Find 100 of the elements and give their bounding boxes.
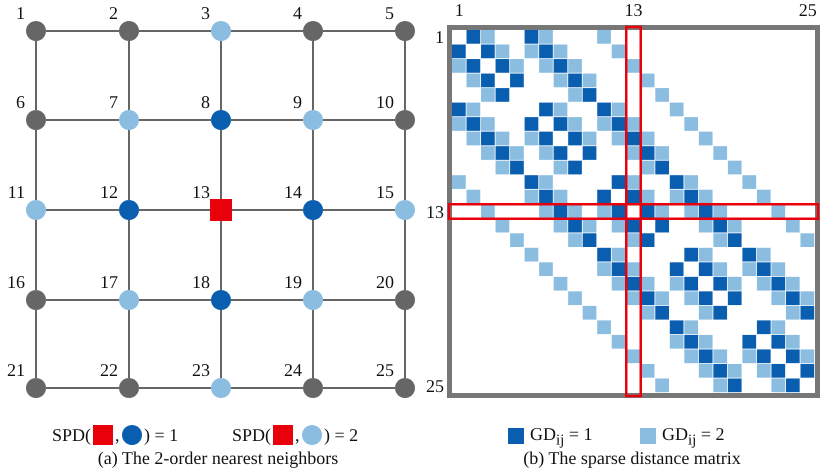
edge-line — [323, 387, 395, 389]
legend-text: ) = 2 — [324, 425, 358, 445]
edge-line — [220, 220, 222, 290]
node-number: 18 — [192, 272, 210, 292]
edge-line — [220, 41, 222, 110]
node-number: 22 — [100, 360, 118, 380]
edge-line — [231, 299, 303, 301]
node-circle — [211, 378, 231, 398]
edge-line — [35, 220, 37, 290]
edge-line — [231, 209, 303, 211]
matrix-index: 25 — [426, 376, 444, 396]
legend-text: SPD( — [52, 425, 92, 445]
node-number: 11 — [8, 182, 25, 202]
edge-line — [231, 119, 303, 121]
matrix-index: 25 — [798, 0, 817, 20]
node-number: 9 — [293, 92, 302, 112]
node-circle — [26, 290, 46, 310]
edge-line — [323, 209, 395, 211]
node-number: 21 — [7, 360, 25, 380]
legend-text: GD$_{ij}$ = 2 — [662, 424, 724, 451]
edge-line — [404, 41, 406, 110]
edge-line — [128, 130, 130, 200]
node-circle — [303, 21, 323, 41]
edge-line — [323, 299, 395, 301]
edge-line — [312, 41, 314, 110]
legend-text: , — [115, 425, 120, 445]
node-circle — [303, 110, 323, 130]
node-number: 13 — [192, 182, 210, 202]
node-number: 12 — [100, 182, 118, 202]
edge-line — [139, 387, 211, 389]
matrix-index: 13 — [426, 202, 444, 222]
node-circle — [303, 290, 323, 310]
node-number: 1 — [16, 3, 25, 23]
edge-line — [35, 310, 37, 378]
edge-line — [220, 130, 222, 200]
node-number: 16 — [7, 272, 25, 292]
edge-line — [312, 220, 314, 290]
node-circle — [395, 110, 415, 130]
edge-line — [404, 130, 406, 200]
edge-line — [139, 299, 211, 301]
edge-line — [312, 310, 314, 378]
matrix-index: 1 — [454, 0, 464, 20]
node-number: 4 — [293, 3, 302, 23]
node-circle — [211, 110, 231, 130]
node-circle — [26, 200, 46, 220]
legend-text: SPD( — [232, 425, 272, 445]
node-number: 14 — [284, 182, 302, 202]
node-circle — [303, 200, 323, 220]
caption: (b) The sparse distance matrix — [523, 448, 741, 468]
node-number: 2 — [109, 3, 118, 23]
node-number: 15 — [376, 182, 394, 202]
node-number: 20 — [376, 272, 394, 292]
edge-line — [128, 220, 130, 290]
edge-line — [323, 30, 395, 32]
node-square — [210, 199, 232, 221]
legend-text: GD$_{ij}$ = 1 — [530, 424, 592, 451]
node-circle — [26, 21, 46, 41]
edge-line — [46, 387, 119, 389]
node-circle — [119, 110, 139, 130]
edge-line — [404, 220, 406, 290]
node-circle — [119, 200, 139, 220]
node-circle — [26, 110, 46, 130]
node-number: 24 — [284, 360, 302, 380]
edge-line — [46, 119, 119, 121]
edge-line — [139, 209, 211, 211]
node-circle — [395, 290, 415, 310]
caption: (a) The 2-order nearest neighbors — [98, 448, 338, 468]
node-circle — [395, 200, 415, 220]
matrix-index: 13 — [624, 0, 642, 20]
node-number: 17 — [100, 272, 118, 292]
edge-line — [220, 310, 222, 378]
matrix-index: 1 — [435, 27, 444, 48]
edge-line — [35, 130, 37, 200]
node-number: 25 — [376, 360, 394, 380]
node-number: 5 — [385, 3, 394, 23]
node-circle — [211, 290, 231, 310]
node-number: 19 — [284, 272, 302, 292]
legend-text: , — [295, 425, 300, 445]
edge-line — [231, 30, 303, 32]
node-number: 10 — [376, 92, 394, 112]
edge-line — [46, 209, 119, 211]
node-circle — [395, 378, 415, 398]
edge-line — [128, 41, 130, 110]
node-circle — [119, 378, 139, 398]
edge-line — [312, 130, 314, 200]
node-circle — [119, 21, 139, 41]
node-number: 8 — [201, 92, 210, 112]
node-circle — [395, 21, 415, 41]
node-number: 6 — [16, 92, 25, 112]
node-number: 23 — [192, 360, 210, 380]
node-circle — [211, 21, 231, 41]
edge-line — [231, 387, 303, 389]
edge-line — [128, 310, 130, 378]
node-circle — [26, 378, 46, 398]
edge-line — [46, 299, 119, 301]
legend-text: ) = 1 — [144, 425, 178, 445]
edge-line — [46, 30, 119, 32]
node-circle — [303, 378, 323, 398]
edge-line — [404, 310, 406, 378]
edge-line — [35, 41, 37, 110]
